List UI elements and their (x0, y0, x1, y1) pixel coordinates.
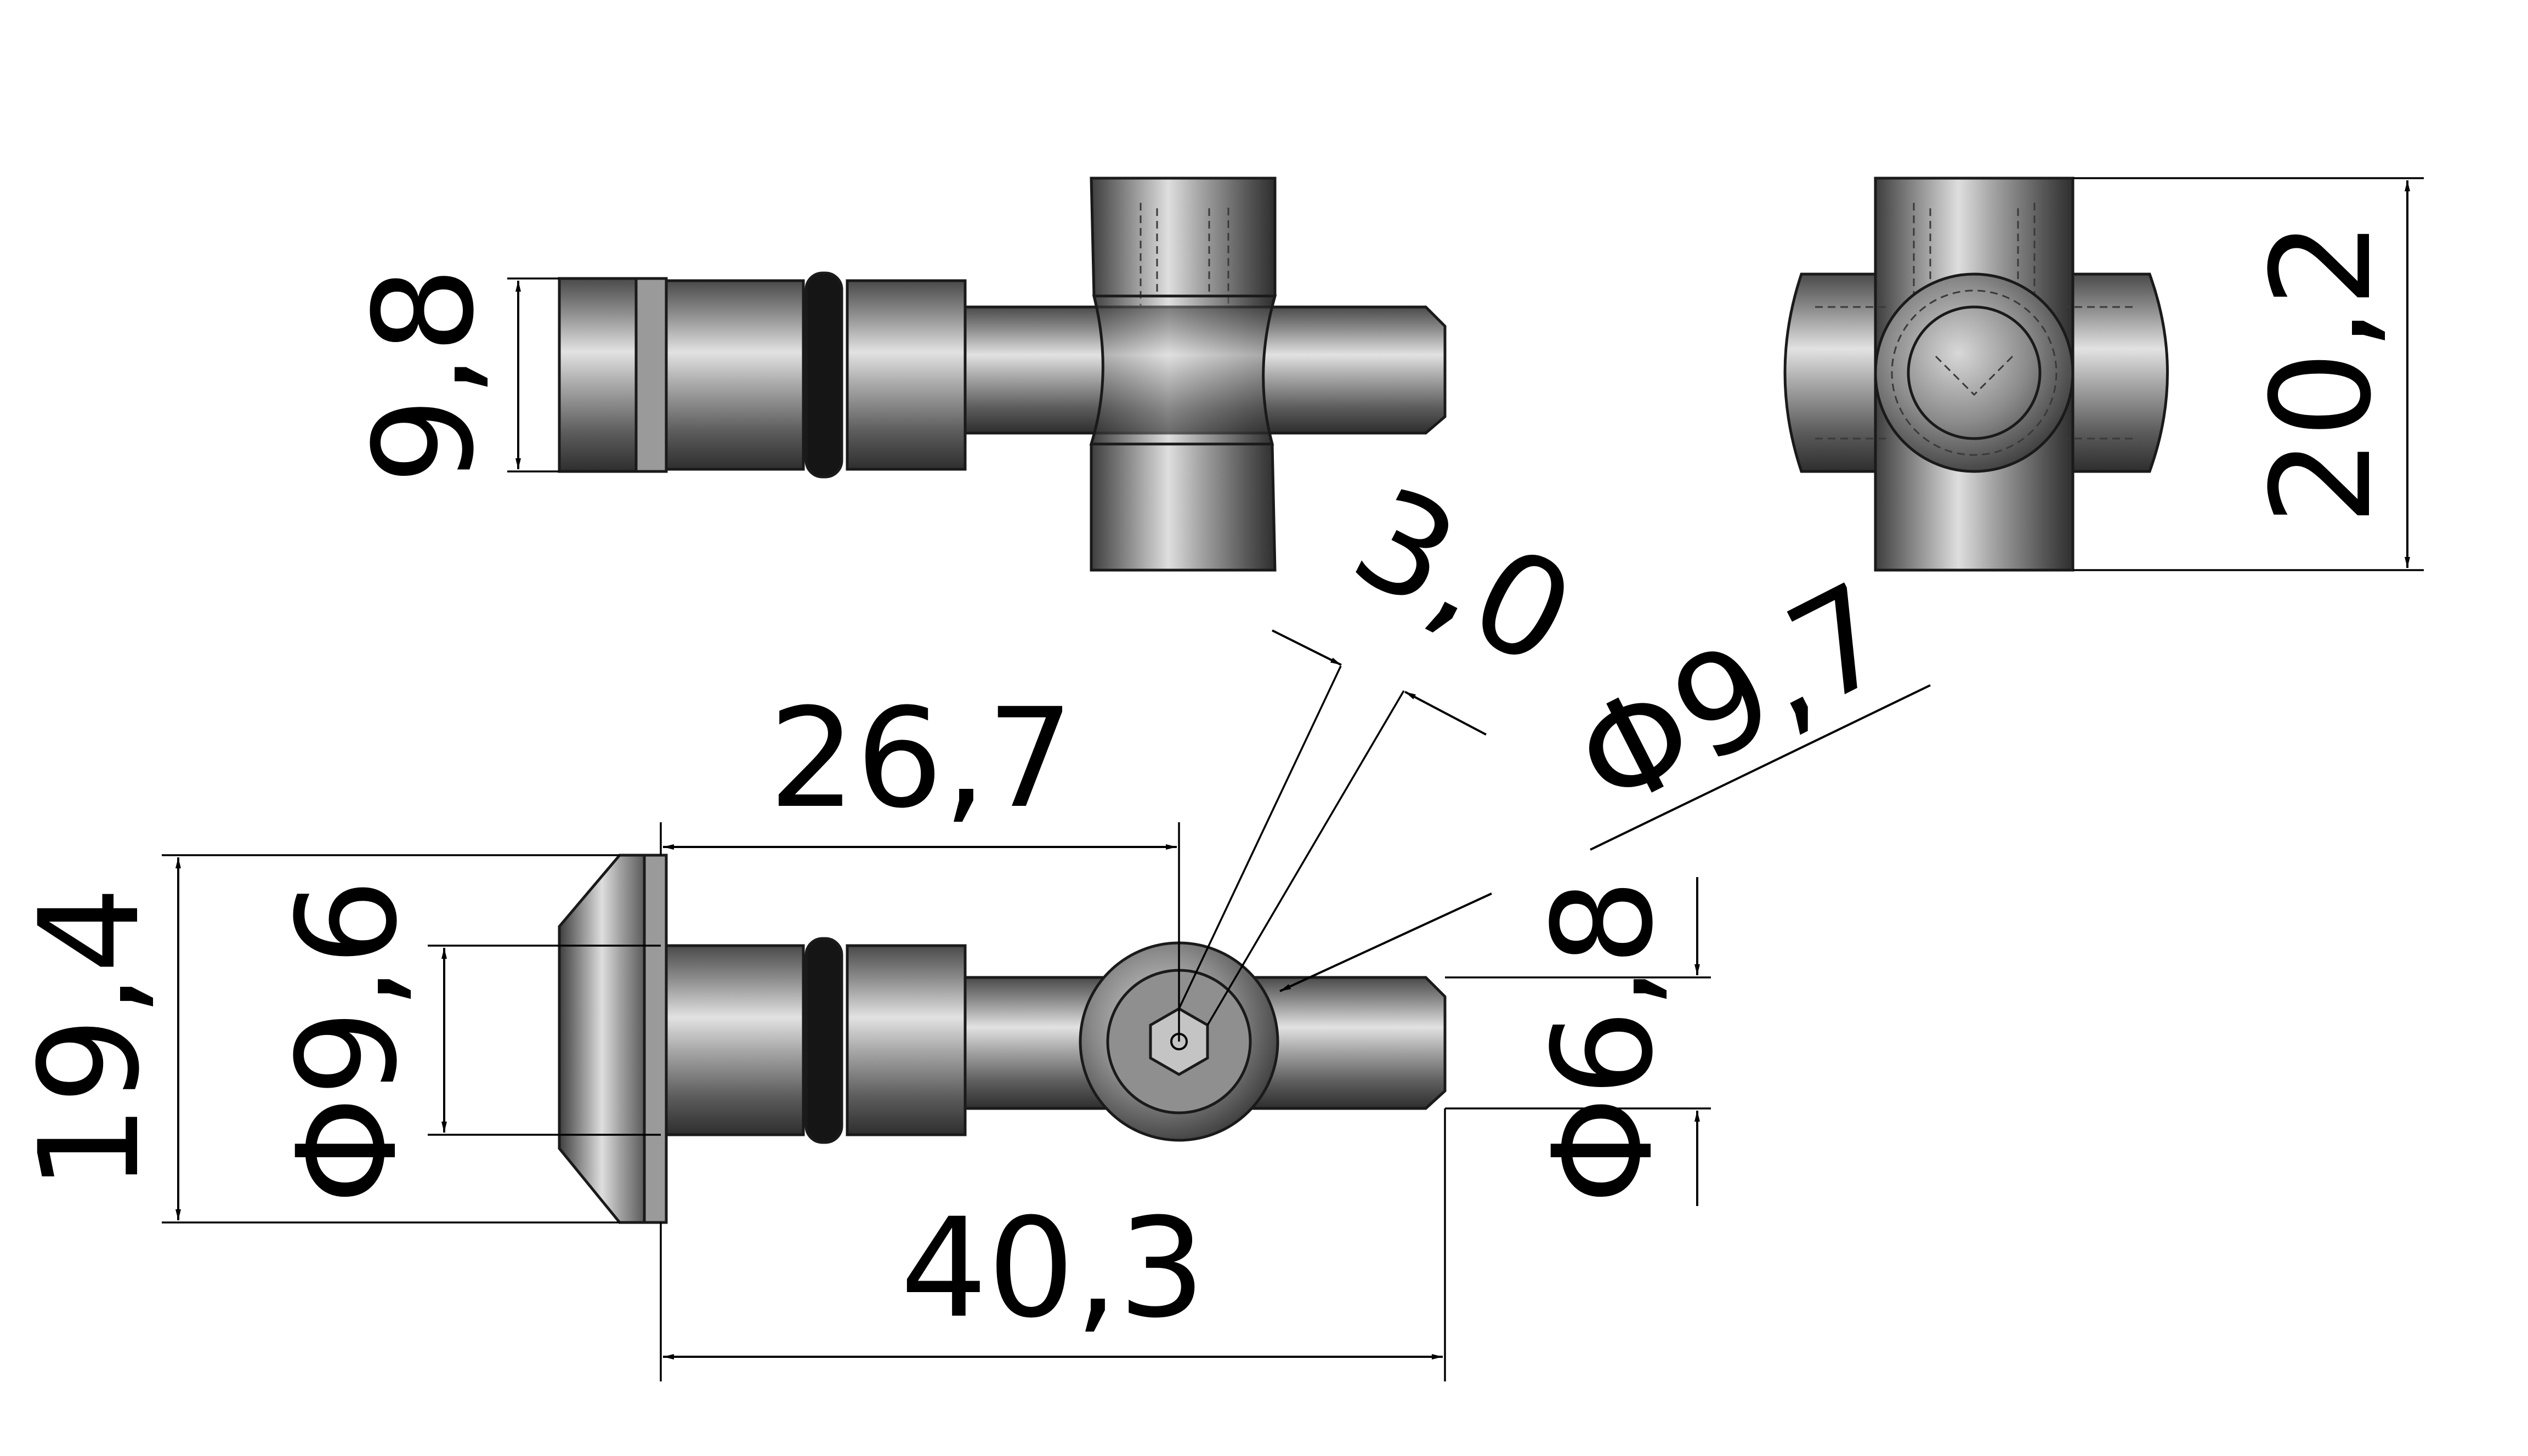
front-lug-right (2071, 272, 2169, 473)
label-head-diameter: Φ9,6 (268, 879, 427, 1204)
main-view (558, 854, 1447, 1224)
label-hex-key-size: 3,0 (1330, 457, 1597, 698)
dim-leader-sleeve-b (1279, 892, 1492, 992)
dim-line-hex-key (1272, 629, 1342, 666)
side-cross-sleeve-front (1089, 294, 1277, 446)
label-pin-diameter: Φ6,8 (1523, 879, 1683, 1204)
front-view (1783, 177, 2169, 572)
label-head-height: 19,4 (10, 886, 169, 1192)
label-front-total-height: 20,2 (2242, 220, 2401, 526)
label-side-head-height: 9,8 (344, 266, 504, 485)
front-lug-left (1783, 272, 1877, 473)
side-shank-left (659, 279, 805, 471)
side-shank-right (846, 279, 967, 471)
front-hidden-v (1935, 355, 2014, 396)
dimension-lines (162, 177, 2424, 1381)
front-pin-circle (1907, 305, 2042, 440)
label-bolt-offset: 26,7 (769, 679, 1074, 838)
main-shank-right (846, 944, 967, 1136)
side-view (558, 177, 1447, 572)
front-hidden-thread (1913, 203, 2036, 307)
main-shank-left (659, 944, 805, 1136)
side-oring (804, 271, 843, 479)
label-overall-length: 40,3 (900, 1188, 1206, 1348)
main-head-knurl (643, 854, 668, 1224)
dim-leader-sleeve (1590, 684, 1931, 851)
front-hidden-circle-outer (1891, 289, 2057, 456)
side-head-knurl (634, 277, 668, 473)
front-sleeve-circle (1874, 272, 2074, 473)
dim-line-hex-key-b (1404, 691, 1487, 736)
main-oring (804, 937, 843, 1144)
label-sleeve-diameter: Φ9,7 (1552, 553, 1915, 843)
